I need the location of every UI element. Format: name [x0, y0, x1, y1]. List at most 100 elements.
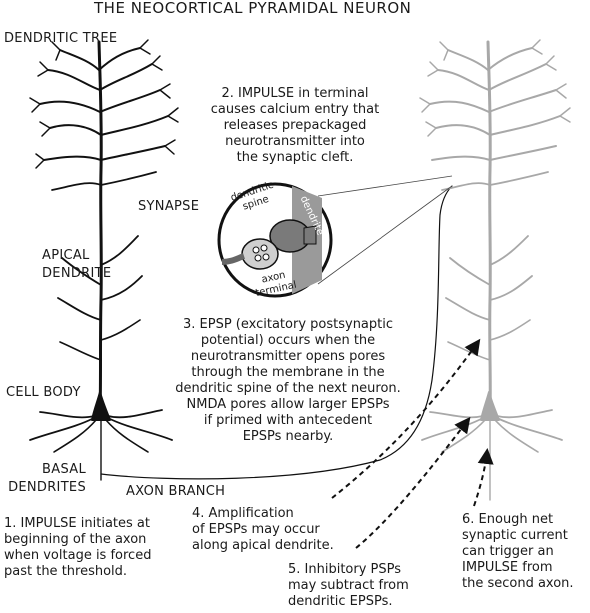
- apical-trunk: [486, 40, 492, 414]
- dendrite-twig: [425, 121, 437, 137]
- dendrite-branch: [488, 63, 547, 91]
- dendrite-branch: [489, 115, 561, 136]
- dendrite-twig: [555, 83, 567, 99]
- dendrite-branch: [429, 100, 490, 113]
- basal-dendrite: [39, 411, 95, 419]
- basal-dendrite: [496, 417, 563, 441]
- dendrite-branch: [99, 63, 153, 91]
- basal-dendrite: [29, 417, 95, 441]
- basal-dendrite: [421, 417, 484, 441]
- oblique-branch: [447, 341, 491, 361]
- zoom-guide-line: [317, 185, 453, 285]
- dendrite-branch: [447, 49, 489, 71]
- note-step-5: 5. Inhibitory PSPs may subtract from den…: [288, 562, 409, 609]
- oblique-branch: [489, 275, 533, 301]
- oblique-branch: [449, 257, 491, 286]
- basal-dendrite: [429, 411, 484, 419]
- vesicle: [262, 253, 270, 261]
- oblique-branch: [59, 341, 102, 361]
- dendrite-branch: [100, 115, 169, 136]
- basal-dendrite: [496, 409, 553, 419]
- apical-trunk: [97, 40, 103, 414]
- dendrite-branch: [43, 155, 102, 161]
- label-basal-dendrites: BASAL DENDRITES: [8, 462, 86, 495]
- oblique-branch: [100, 235, 139, 266]
- second-neuron: [419, 39, 571, 501]
- oblique-branch: [100, 275, 143, 301]
- dendrite-branch: [437, 69, 490, 91]
- label-apical-dendrite: APICAL DENDRITE: [42, 248, 112, 281]
- dendrite-twig: [531, 39, 543, 55]
- basal-dendrite: [105, 419, 149, 453]
- oblique-branch: [100, 319, 141, 341]
- dendrite-branch: [100, 145, 166, 161]
- arrow-amplification: [331, 338, 481, 499]
- note-step-4: 4. Amplification of EPSPs may occur alon…: [192, 506, 334, 553]
- dendrite-branch: [98, 47, 141, 71]
- dendrite-branch: [39, 100, 101, 113]
- dendrite-branch: [489, 171, 549, 186]
- oblique-branch: [57, 297, 102, 321]
- basal-dendrite: [107, 417, 173, 441]
- dendrite-branch: [435, 124, 491, 136]
- oblique-branch: [445, 297, 491, 321]
- basal-dendrite: [494, 419, 539, 453]
- soma: [480, 391, 500, 421]
- soma: [91, 391, 111, 421]
- dendrite-twig: [37, 61, 49, 77]
- dendrite-twig: [419, 97, 431, 113]
- oblique-branch: [61, 257, 102, 286]
- dendrite-twig: [159, 83, 171, 99]
- vesicle: [252, 246, 260, 254]
- dendrite-twig: [35, 153, 45, 169]
- dendrite-twig: [51, 41, 61, 61]
- note-step-6: 6. Enough net synaptic current can trigg…: [462, 512, 574, 591]
- label-axon-branch: AXON BRANCH: [126, 484, 226, 499]
- dendrite-branch: [59, 49, 100, 71]
- vesicle: [260, 244, 268, 252]
- dendrite-twig: [167, 107, 179, 123]
- synapse-zoom: [217, 175, 453, 298]
- dendrite-twig: [151, 55, 163, 71]
- first-neuron: [29, 39, 453, 481]
- note-step-2: 2. IMPULSE in terminal causes calcium en…: [210, 86, 380, 165]
- dendrite-branch: [49, 124, 102, 136]
- dendrite-twig: [139, 39, 151, 55]
- dendrite-twig: [559, 107, 571, 123]
- arrow-inhibitory: [355, 416, 471, 549]
- basal-dendrite: [107, 409, 163, 419]
- arrow-impulse: [473, 448, 494, 507]
- spine-neck: [303, 225, 317, 245]
- dendrite-branch: [99, 89, 161, 113]
- axon-terminal-bouton: [241, 238, 279, 270]
- dendrite-twig: [29, 97, 41, 113]
- oblique-branch: [489, 319, 531, 341]
- dendrite-twig: [545, 55, 557, 71]
- oblique-branch: [489, 235, 529, 266]
- axon-branch: [100, 185, 453, 480]
- note-step-1: 1. IMPULSE initiates at beginning of the…: [4, 516, 152, 579]
- basal-dendrite: [441, 419, 486, 453]
- label-dendritic-tree: DENDRITIC TREE: [4, 31, 118, 46]
- dendrite-twig: [427, 61, 439, 77]
- dendrite-branch: [441, 182, 491, 191]
- label-synapse: SYNAPSE: [138, 199, 200, 214]
- dendrite-twig: [439, 41, 449, 61]
- dendrite-branch: [51, 182, 102, 191]
- dendrite-branch: [489, 145, 557, 161]
- note-step-3: 3. EPSP (excitatory postsynaptic potenti…: [175, 317, 401, 444]
- dendrite-branch: [431, 155, 491, 161]
- axon-fiber: [221, 253, 246, 265]
- label-cell-body: CELL BODY: [6, 385, 81, 400]
- dendrite-branch: [100, 171, 157, 186]
- vesicle: [254, 254, 262, 262]
- dendrite-twig: [164, 139, 176, 155]
- zoom-guide-line: [317, 175, 453, 197]
- basal-dendrite: [53, 419, 97, 453]
- dendrite-branch: [488, 89, 557, 113]
- diagram-title: THE NEOCORTICAL PYRAMIDAL NEURON: [94, 0, 412, 17]
- dendrite-twig: [39, 121, 51, 137]
- dendrite-branch: [47, 69, 101, 91]
